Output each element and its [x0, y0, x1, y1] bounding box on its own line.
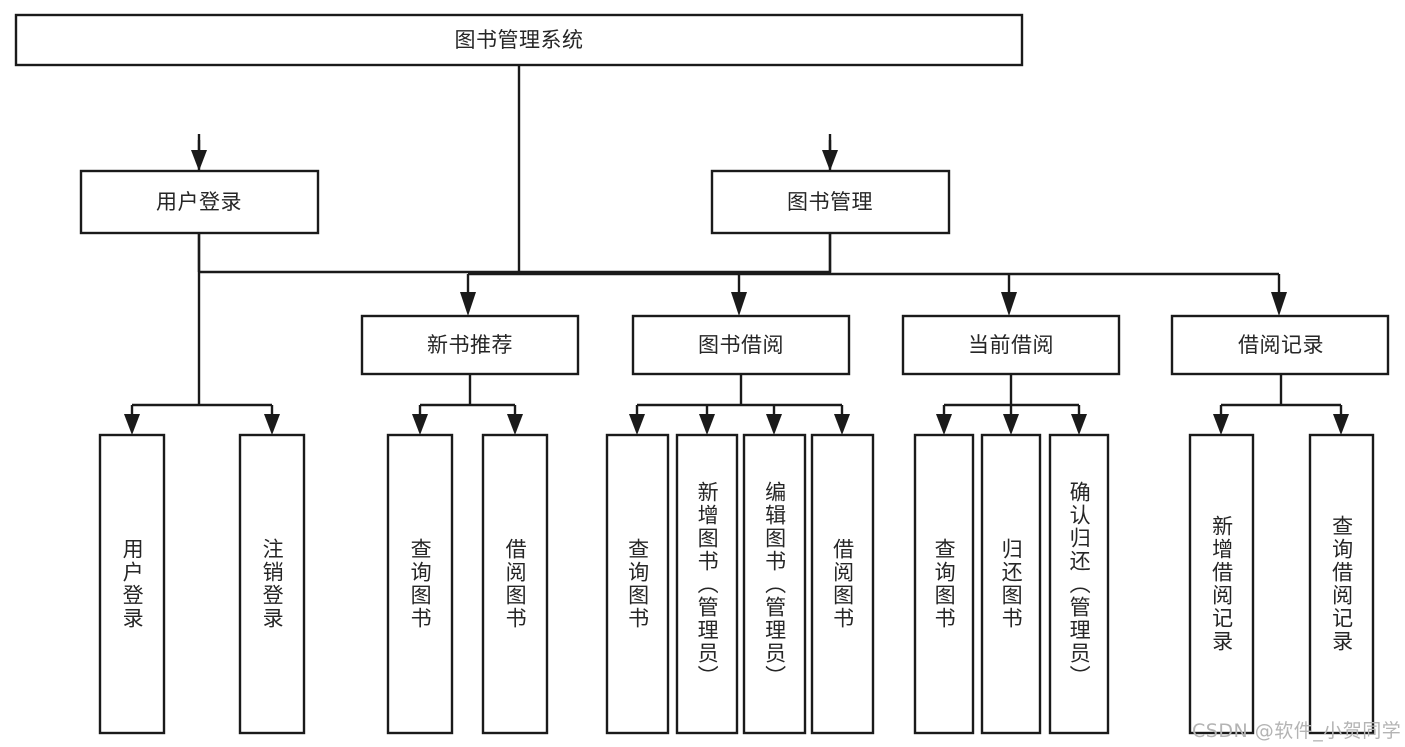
- arrowhead-leaf-user-login: [124, 414, 140, 435]
- node-box-root[interactable]: [14, 13, 1024, 67]
- node-box-leaf-edit-book-admin[interactable]: [742, 433, 807, 735]
- arrowhead-leaf-return-book: [1003, 414, 1019, 435]
- arrowhead-leaf-query-book-1: [412, 414, 428, 435]
- arrowhead-leaf-logout: [264, 414, 280, 435]
- node-label-current-borrow: 当前借阅: [968, 333, 1054, 357]
- node-box-user-login[interactable]: [79, 169, 320, 235]
- node-box-borrow-record[interactable]: [1170, 314, 1390, 376]
- arrowhead-leaf-edit-book-admin: [766, 414, 782, 435]
- arrowhead-new-book-recommend: [460, 292, 476, 316]
- arrowhead-leaf-borrow-book-1: [507, 414, 523, 435]
- node-box-leaf-borrow-book-1[interactable]: [481, 433, 549, 735]
- node-label-book-manage: 图书管理: [787, 190, 873, 214]
- node-box-leaf-logout[interactable]: [238, 433, 306, 735]
- node-box-leaf-add-book-admin[interactable]: [675, 433, 739, 735]
- arrowhead-leaf-add-borrow-record: [1213, 414, 1229, 435]
- arrowhead-leaf-query-borrow-record: [1333, 414, 1349, 435]
- csdn-watermark: CSDN @软件_小贺同学: [1192, 720, 1402, 742]
- node-box-leaf-query-book-3[interactable]: [913, 433, 975, 735]
- node-layer: 图书管理系统 用户登录 图书管理 新书推荐 图书借阅 当前借阅 借阅记录: [14, 13, 1390, 735]
- node-box-book-manage[interactable]: [710, 169, 951, 235]
- node-box-leaf-query-book-2[interactable]: [605, 433, 670, 735]
- node-label-user-login: 用户登录: [156, 190, 242, 214]
- arrowhead-leaf-query-book-2: [629, 414, 645, 435]
- node-box-leaf-query-borrow-record[interactable]: [1308, 433, 1375, 735]
- connector-layer: [124, 65, 1349, 435]
- arrowhead-leaf-borrow-book-2: [834, 414, 850, 435]
- arrowhead-leaf-add-book-admin: [699, 414, 715, 435]
- node-box-leaf-return-book[interactable]: [980, 433, 1042, 735]
- arrowhead-user-login: [191, 150, 207, 171]
- arrowhead-current-borrow: [1001, 292, 1017, 316]
- node-box-leaf-user-login[interactable]: [98, 433, 166, 735]
- node-box-new-book-recommend[interactable]: [360, 314, 580, 376]
- node-label-borrow-record: 借阅记录: [1238, 333, 1324, 357]
- node-box-book-borrow[interactable]: [631, 314, 851, 376]
- arrowhead-book-borrow: [731, 292, 747, 316]
- arrowhead-leaf-query-book-3: [936, 414, 952, 435]
- arrowhead-book-manage: [822, 150, 838, 171]
- node-box-leaf-add-borrow-record[interactable]: [1188, 433, 1255, 735]
- node-label-root: 图书管理系统: [455, 28, 584, 52]
- node-label-book-borrow: 图书借阅: [698, 333, 784, 357]
- node-box-leaf-query-book-1[interactable]: [386, 433, 454, 735]
- arrowhead-leaf-confirm-return: [1071, 414, 1087, 435]
- arrowhead-borrow-record: [1271, 292, 1287, 316]
- node-label-new-book-recommend: 新书推荐: [427, 333, 513, 357]
- node-box-current-borrow[interactable]: [901, 314, 1121, 376]
- node-box-leaf-borrow-book-2[interactable]: [810, 433, 875, 735]
- node-box-leaf-confirm-return[interactable]: [1048, 433, 1110, 735]
